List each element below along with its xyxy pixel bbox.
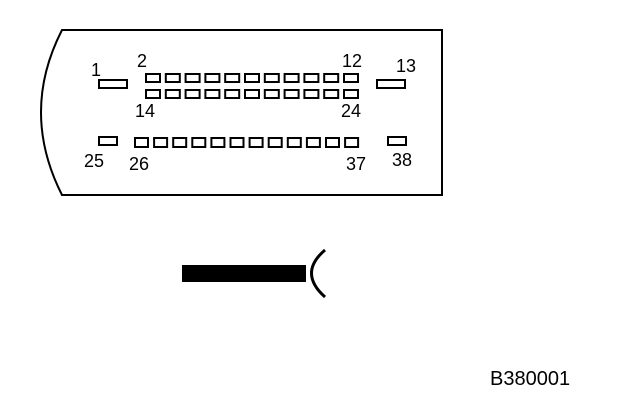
pin-label-14: 14 <box>135 101 155 121</box>
pin-label-13: 13 <box>396 56 416 76</box>
pin-cavity-7 <box>244 73 260 83</box>
pin-cavity-38 <box>387 136 407 146</box>
pin-cavity-30 <box>210 137 226 148</box>
pin-label-38: 38 <box>392 150 412 170</box>
pin-cavity-16 <box>184 89 201 99</box>
pin-cavity-36 <box>325 137 340 148</box>
pin-cavity-15 <box>164 89 181 99</box>
pin-cavity-32 <box>248 137 264 148</box>
pin-cavity-17 <box>204 89 221 99</box>
pin-label-24: 24 <box>341 101 361 121</box>
pin-cavity-29 <box>191 137 207 148</box>
pin-cavity-9 <box>283 73 300 83</box>
pin-cavity-4 <box>184 73 201 83</box>
pin-row-lower <box>134 137 360 148</box>
pin-cavity-23 <box>323 89 340 99</box>
pin-label-25: 25 <box>84 151 104 171</box>
pin-cavity-11 <box>323 73 340 83</box>
pin-cavity-20 <box>263 89 280 99</box>
pin-cavity-21 <box>283 89 300 99</box>
pin-cavity-33 <box>267 137 283 148</box>
pin-label-12: 12 <box>342 51 362 71</box>
pin-cavity-1 <box>98 79 128 89</box>
connector-outline <box>40 29 443 196</box>
pin-row-upper <box>145 73 359 83</box>
pin-cavity-3 <box>164 73 181 83</box>
pin-cavity-22 <box>303 89 320 99</box>
pin-cavity-19 <box>244 89 260 99</box>
pin-cavity-2 <box>145 73 161 83</box>
pin-label-37: 37 <box>346 154 366 174</box>
pin-cavity-10 <box>303 73 320 83</box>
view-direction-bar <box>182 265 306 282</box>
pin-cavity-37 <box>344 137 360 148</box>
pin-cavity-14 <box>145 89 161 99</box>
pin-row-middle <box>145 89 359 99</box>
pin-cavity-27 <box>153 137 169 148</box>
pin-cavity-28 <box>172 137 188 148</box>
pin-cavity-25 <box>98 136 118 146</box>
pin-cavity-31 <box>229 137 245 148</box>
pin-cavity-26 <box>134 137 149 148</box>
view-direction-hood <box>310 248 327 299</box>
pin-cavity-5 <box>204 73 221 83</box>
diagram-reference-code: B380001 <box>490 368 570 390</box>
pin-label-26: 26 <box>129 154 149 174</box>
pin-cavity-8 <box>263 73 280 83</box>
pin-label-2: 2 <box>137 51 147 71</box>
pin-cavity-35 <box>305 137 321 148</box>
pin-cavity-34 <box>286 137 302 148</box>
pin-cavity-18 <box>224 89 241 99</box>
pin-cavity-12 <box>343 73 359 83</box>
pin-cavity-13 <box>376 79 406 89</box>
pin-cavity-6 <box>224 73 241 83</box>
pin-cavity-24 <box>343 89 359 99</box>
pin-label-1: 1 <box>91 60 101 80</box>
